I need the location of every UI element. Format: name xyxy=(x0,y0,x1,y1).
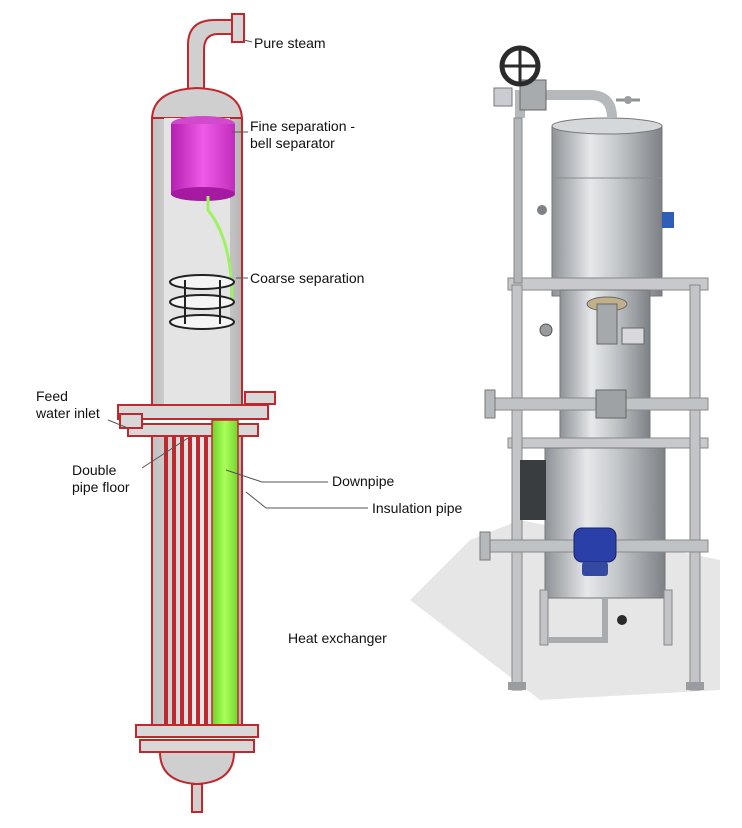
label-downpipe: Downpipe xyxy=(332,473,395,489)
downpipe xyxy=(211,419,239,726)
vessel-cutaway xyxy=(117,13,276,813)
leader-lines xyxy=(107,39,368,509)
label-double-line2: pipe floor xyxy=(72,479,130,495)
label-double-pipe-floor: Double pipe floor xyxy=(72,462,130,496)
blue-valve xyxy=(573,527,617,563)
label-double-line1: Double xyxy=(72,462,117,478)
coarse-separator-baffles xyxy=(169,274,235,330)
label-insulation-pipe: Insulation pipe xyxy=(372,500,463,516)
bell-separator xyxy=(171,116,235,201)
label-feed-line1: Feed xyxy=(36,388,68,404)
label-fine-separation-line1: Fine separation - xyxy=(250,118,356,134)
label-feed-water-inlet: Feed water inlet xyxy=(36,388,100,422)
label-feed-line2: water inlet xyxy=(36,405,100,421)
heat-exchanger-tubes xyxy=(164,436,208,726)
label-fine-separation: Fine separation - bell separator xyxy=(250,118,355,152)
steam-generator-photo xyxy=(410,45,720,700)
label-heat-exchanger: Heat exchanger xyxy=(288,630,387,646)
label-pure-steam: Pure steam xyxy=(254,35,326,51)
label-coarse-separation: Coarse separation xyxy=(250,270,365,286)
label-fine-separation-line2: bell separator xyxy=(250,135,335,151)
